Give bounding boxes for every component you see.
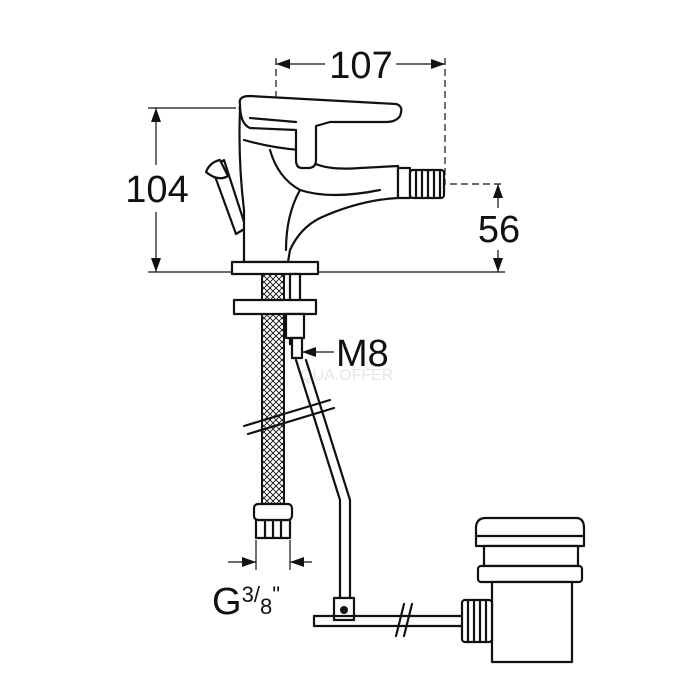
height-dimension: 104 — [125, 107, 236, 273]
waste-connector — [460, 598, 494, 644]
width-label: 107 — [329, 45, 392, 87]
thread-label: M8 — [336, 333, 389, 375]
mounting-nut — [284, 312, 306, 340]
mounting-hardware — [232, 272, 318, 540]
watermark: QUA.OFFER — [300, 367, 393, 384]
pop-up-waste — [460, 516, 586, 664]
width-dimension: 107 — [275, 45, 446, 185]
spout-height-dimension: 56 — [318, 183, 520, 273]
waste-cap — [474, 516, 586, 548]
pop-up-linkage — [294, 358, 464, 638]
lever-handle — [238, 94, 403, 170]
mixer-body — [204, 94, 446, 276]
waste-flange — [482, 544, 580, 568]
thread-dimension: M8 — [302, 333, 389, 375]
spout-ring — [396, 166, 412, 200]
height-label: 104 — [125, 169, 188, 211]
hose-connection-dimension: G3/8" — [212, 540, 312, 623]
spout-height-label: 56 — [478, 209, 520, 251]
break-marks — [242, 398, 336, 436]
waste-body — [490, 580, 574, 664]
mounting-plate — [232, 298, 318, 316]
hose-connection-label: G3/8" — [212, 581, 280, 623]
base-flange — [230, 260, 320, 276]
